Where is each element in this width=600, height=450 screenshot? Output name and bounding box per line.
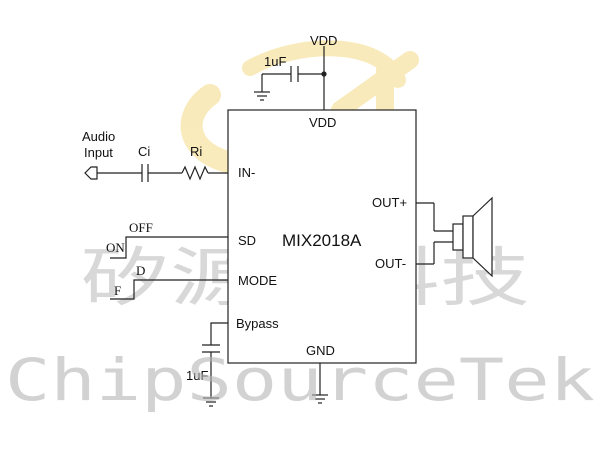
input-connector-icon — [84, 166, 98, 180]
d-label: D — [136, 263, 145, 278]
ri-resistor-icon — [181, 165, 209, 181]
vdd-top-label: VDD — [310, 33, 337, 48]
bypass-pin-label: Bypass — [236, 316, 279, 331]
bypass-wire — [210, 322, 228, 345]
cap-bottom-label: 1uF — [186, 368, 208, 383]
off-label: OFF — [129, 220, 153, 235]
chip-body — [227, 109, 417, 364]
watermark-english: ChipSourceTek — [5, 346, 595, 414]
ground-symbol-top — [254, 91, 270, 101]
out-plus-label: OUT+ — [372, 195, 407, 210]
gnd-pin-label: GND — [306, 343, 335, 358]
on-label: ON — [106, 240, 125, 255]
out-minus-label: OUT- — [375, 256, 406, 271]
ri-label: Ri — [190, 144, 202, 159]
f-label: F — [114, 283, 121, 298]
speaker-icon — [452, 196, 493, 278]
sd-control-wire — [110, 236, 228, 259]
audio-input-label-line2: Input — [84, 145, 113, 160]
audio-input-label-line1: Audio — [82, 129, 115, 144]
cap-top-label: 1uF — [264, 54, 286, 69]
ci-label: Ci — [138, 144, 150, 159]
mode-pin-label: MODE — [238, 273, 277, 288]
ground-symbol-bypass — [203, 397, 219, 407]
in-pin-label: IN- — [238, 165, 255, 180]
chip-name-label: MIX2018A — [282, 231, 362, 250]
vdd-pin-label: VDD — [309, 115, 336, 130]
sd-pin-label: SD — [238, 233, 256, 248]
mode-control-wire — [110, 279, 228, 300]
ground-symbol-chip — [312, 394, 328, 404]
